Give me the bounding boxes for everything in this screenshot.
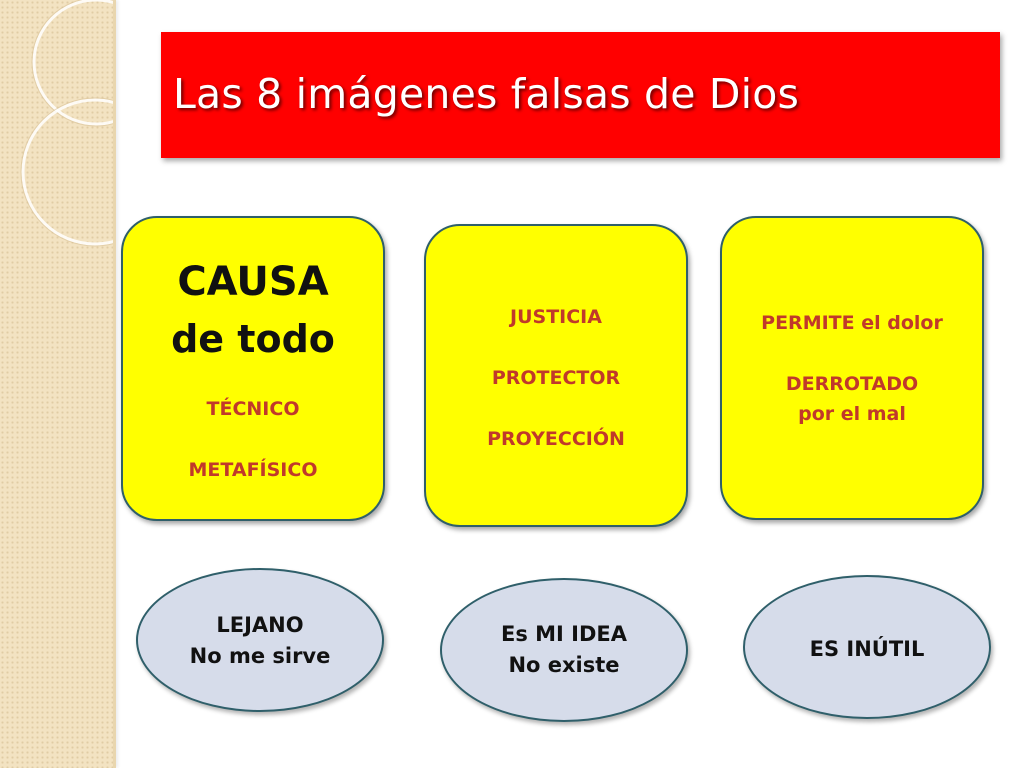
card-causa: CAUSA de todo TÉCNICO METAFÍSICO [121, 216, 385, 521]
card-item: PERMITE el dolor [722, 314, 982, 333]
title-banner: Las 8 imágenes falsas de Dios [161, 32, 1000, 158]
ellipse-lejano: LEJANO No me sirve [136, 568, 384, 712]
decorative-circles [20, 0, 113, 247]
card-item: PROTECTOR [491, 367, 621, 389]
card-justicia: JUSTICIA PROTECTOR PROYECCIÓN [424, 224, 688, 527]
card-item-rest: el dolor [854, 312, 943, 334]
card-item: PROYECCIÓN [487, 428, 625, 450]
decorative-side-strip [0, 0, 116, 768]
ellipse-line: No me sirve [189, 644, 331, 668]
slide-title: Las 8 imágenes falsas de Dios [173, 70, 800, 118]
ellipse-inutil: ES INÚTIL [743, 575, 991, 719]
card-heading-line2: de todo [171, 317, 335, 361]
card-permite: PERMITE el dolor DERROTADO por el mal [720, 216, 984, 520]
card-item-strong: PERMITE [761, 312, 855, 334]
ellipse-line: ES INÚTIL [809, 637, 925, 661]
card-item: METAFÍSICO [188, 459, 318, 481]
ellipse-line: Es MI IDEA [500, 622, 628, 646]
card-heading-line1: CAUSA [177, 259, 329, 305]
ellipse-line: No existe [508, 653, 620, 677]
card-item: DERROTADO [785, 373, 919, 395]
card-item: por el mal [798, 403, 906, 425]
ellipse-mi-idea: Es MI IDEA No existe [440, 578, 688, 722]
card-item: JUSTICIA [510, 306, 602, 328]
ellipse-line: LEJANO [216, 613, 304, 637]
card-item: TÉCNICO [206, 398, 300, 420]
